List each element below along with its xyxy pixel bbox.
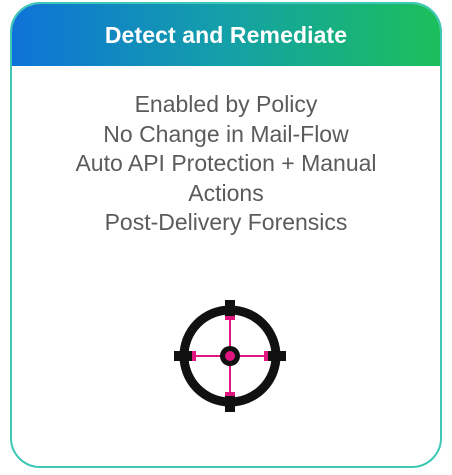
crosshair-target-icon bbox=[174, 300, 286, 412]
feature-auto-api-protection: Auto API Protection + Manual bbox=[75, 150, 377, 176]
detect-remediate-card: Detect and Remediate Enabled by Policy N… bbox=[10, 2, 442, 468]
card-header: Detect and Remediate bbox=[12, 4, 440, 66]
tick-top bbox=[225, 300, 235, 320]
bullseye-inner bbox=[225, 351, 235, 361]
tick-left-accent bbox=[192, 351, 196, 361]
tick-right bbox=[264, 351, 286, 361]
tick-bottom-accent bbox=[225, 392, 235, 396]
feature-list: Enabled by Policy No Change in Mail-Flow… bbox=[12, 90, 440, 238]
feature-no-change-mail-flow: No Change in Mail-Flow bbox=[103, 120, 349, 147]
card-title: Detect and Remediate bbox=[104, 21, 348, 48]
feature-auto-api-protection-continued: Actions bbox=[188, 179, 264, 206]
feature-post-delivery-forensics: Post-Delivery Forensics bbox=[104, 209, 348, 235]
feature-enabled-by-policy: Enabled by Policy bbox=[134, 91, 318, 117]
tick-bottom bbox=[225, 392, 235, 412]
tick-top-accent bbox=[225, 316, 235, 320]
tick-right-accent bbox=[264, 351, 268, 361]
tick-left bbox=[174, 351, 196, 361]
